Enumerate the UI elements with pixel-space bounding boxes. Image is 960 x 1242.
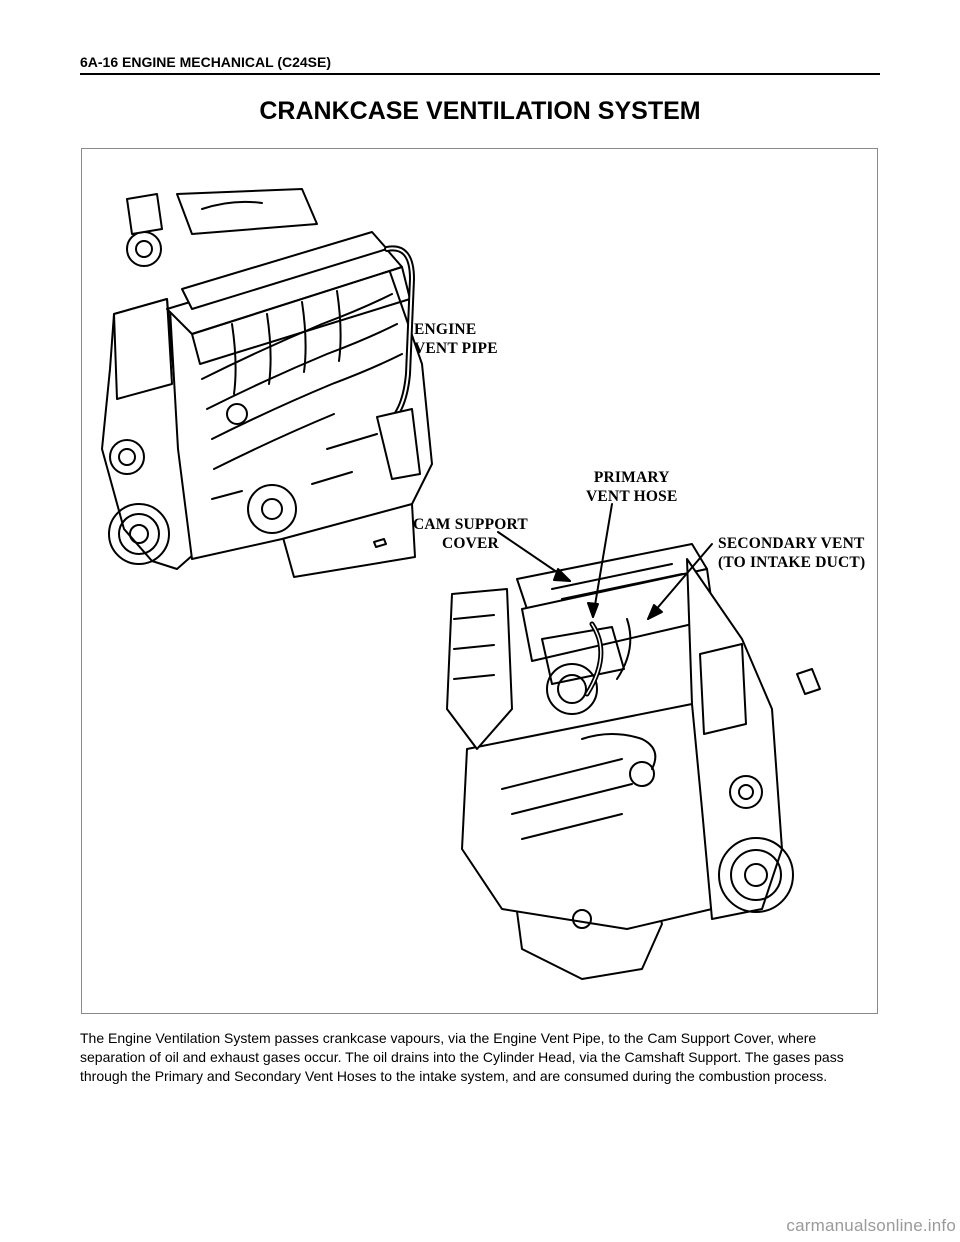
upper-engine-drawing	[101, 188, 433, 578]
page-header: 6A-16 ENGINE MECHANICAL (C24SE)	[80, 54, 880, 75]
watermark-text: carmanualsonline.info	[786, 1216, 956, 1235]
callout-secondary-vent: SECONDARY VENT (TO INTAKE DUCT)	[718, 535, 866, 571]
lower-engine-drawing	[446, 543, 821, 980]
arrow-secondary-vent	[647, 543, 713, 620]
callout-arrows	[497, 503, 713, 620]
callout-primary-vent-hose: PRIMARY VENT HOSE	[586, 469, 678, 505]
description-paragraph: The Engine Ventilation System passes cra…	[80, 1030, 844, 1084]
engine-figure: ENGINE VENT PIPE PRIMARY VENT HOSE CAM S…	[81, 148, 878, 1014]
arrow-primary-vent-hose	[592, 503, 613, 618]
callout-cam-support-cover: CAM SUPPORT COVER	[413, 516, 528, 552]
page-title: CRANKCASE VENTILATION SYSTEM	[259, 97, 701, 125]
engine-illustration	[101, 188, 821, 980]
callout-engine-vent-pipe: ENGINE VENT PIPE	[414, 321, 498, 357]
